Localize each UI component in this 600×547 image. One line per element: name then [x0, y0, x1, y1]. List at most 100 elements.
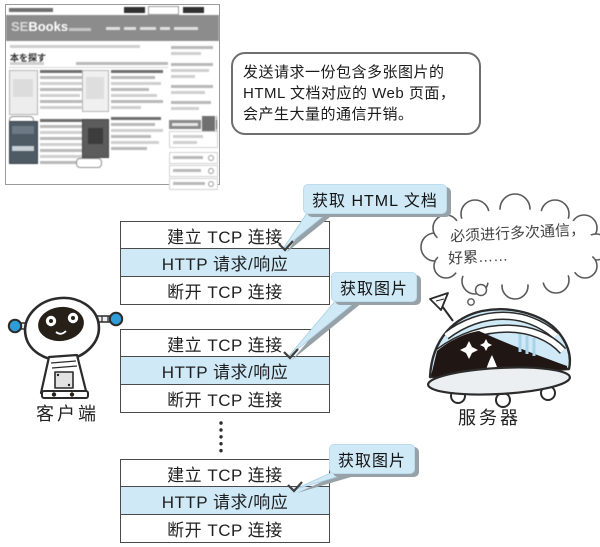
mock-nav-item [174, 27, 198, 30]
site-logo-books: Books [28, 19, 69, 34]
mock-sidebar-line [171, 75, 195, 78]
tcp-cycle-3: 建立 TCP 连接 HTTP 请求/响应 断开 TCP 连接 [120, 458, 330, 543]
mock-sidebar-line [173, 182, 205, 185]
mock-sidebar-line [173, 169, 201, 172]
mock-book-line [111, 82, 161, 85]
mock-cover-art [12, 126, 34, 134]
mock-sidebar-line [171, 69, 209, 72]
mock-book-line [40, 155, 90, 158]
tag-tail-image-1 [283, 298, 363, 360]
server-label: 服务器 [458, 408, 521, 428]
mock-cover-art [88, 128, 103, 144]
mock-buy-button [76, 158, 102, 168]
mock-cover-art [12, 146, 34, 151]
mock-expand-icon [208, 168, 214, 174]
mock-book-line [111, 94, 157, 97]
mock-book-line [40, 82, 84, 85]
mock-book-title [40, 119, 96, 122]
mock-book-line [40, 94, 80, 97]
mock-book-line [40, 76, 90, 79]
mock-search-box [148, 6, 179, 15]
mock-site-header: SEBooks [6, 15, 219, 41]
mock-book-line [111, 106, 141, 109]
mock-book-line [40, 161, 78, 164]
mock-sidebar-line [171, 52, 201, 55]
mock-nav-item [106, 27, 120, 30]
mock-book-line [111, 88, 149, 91]
mock-top-chip [183, 7, 204, 13]
mock-book-line [111, 123, 155, 126]
mock-top-chip [124, 7, 145, 13]
mock-book-line [40, 125, 88, 128]
explanation-box: 发送请求一份包含多张图片的 HTML 文档对应的 Web 页面，会产生大量的通信… [231, 52, 481, 135]
mock-breadcrumb [10, 45, 140, 48]
tcp-step-http: HTTP 请求/响应 [120, 486, 330, 515]
tag-tail-image-2 [287, 470, 361, 493]
mock-expand-icon [208, 155, 214, 161]
mock-book-cover [82, 70, 109, 112]
mock-logo-tagline [69, 28, 91, 31]
mock-book-line [111, 141, 159, 144]
mock-book-title [111, 117, 161, 120]
client-robot-illustration [7, 296, 124, 399]
webpage-screenshot-content: SEBooks 本を探す [6, 5, 219, 190]
mock-book-line [111, 135, 151, 138]
tcp-step-close: 断开 TCP 连接 [120, 383, 330, 413]
tcp-cycle-2: 建立 TCP 连接 HTTP 请求/响应 断开 TCP 连接 [120, 328, 330, 413]
mock-sidebar-line [173, 135, 203, 138]
mock-book-line [40, 149, 86, 152]
mock-sidebar-line [171, 101, 211, 104]
mock-sidebar-line [171, 91, 205, 94]
mock-sidebar-line [173, 156, 203, 159]
thought-text-line2: 好累…… [447, 247, 509, 268]
mock-book-title [111, 70, 163, 73]
mock-book-line [40, 137, 82, 140]
webpage-screenshot: SEBooks 本を探す [5, 4, 220, 190]
mock-book-line [40, 88, 94, 91]
mock-sidebar-line [171, 85, 213, 88]
mock-book-line [111, 147, 147, 150]
mock-book-line [40, 106, 96, 109]
mock-sidebar-line [171, 46, 213, 49]
mock-sidebar-promo-title [172, 123, 198, 126]
site-logo: SEBooks [11, 19, 68, 35]
mock-book-cover [9, 70, 38, 115]
mock-cover-art [86, 77, 104, 99]
mock-sidebar-link-row [169, 152, 218, 164]
mock-sidebar-link-row [169, 165, 218, 177]
tcp-step-establish: 建立 TCP 连接 [120, 458, 330, 488]
tcp-step-close: 断开 TCP 连接 [120, 275, 330, 305]
tcp-step-http: HTTP 请求/响应 [120, 356, 330, 385]
site-logo-se: SE [11, 19, 29, 34]
tag-fetch-html: 获取 HTML 文档 [303, 184, 447, 214]
mock-sidebar-line [173, 141, 197, 144]
mock-book-line [40, 131, 92, 134]
mock-book-cover [82, 119, 109, 158]
client-label: 客户端 [36, 404, 99, 424]
mock-browser-top-text [9, 8, 53, 12]
mock-sidebar-line [171, 107, 199, 110]
tcp-step-close: 断开 TCP 连接 [120, 513, 330, 543]
mock-book-line [111, 76, 155, 79]
mock-book-line [40, 143, 94, 146]
mock-expand-icon [208, 181, 214, 187]
tag-fetch-image-2: 获取图片 [329, 444, 416, 474]
tag-tail-html [278, 209, 335, 252]
mock-filter-text [10, 62, 44, 65]
mock-cover-art [13, 79, 33, 97]
mock-sidebar-link-row [169, 178, 218, 190]
tcp-step-http: HTTP 请求/响应 [120, 248, 330, 277]
page-heading: 本を探す [10, 53, 47, 63]
mock-sidebar-box [169, 131, 218, 148]
mock-nav-item [160, 27, 170, 30]
mock-book-title [40, 70, 98, 73]
mock-sidebar-line [171, 63, 213, 66]
mock-book-line [111, 100, 163, 103]
mock-book-line [111, 129, 163, 132]
mock-pagination [76, 62, 168, 65]
tag-fetch-image-1: 获取图片 [331, 272, 418, 302]
mock-book-cover [9, 121, 38, 164]
server-ufo-illustration [426, 292, 572, 408]
thought-bubble [420, 193, 600, 306]
